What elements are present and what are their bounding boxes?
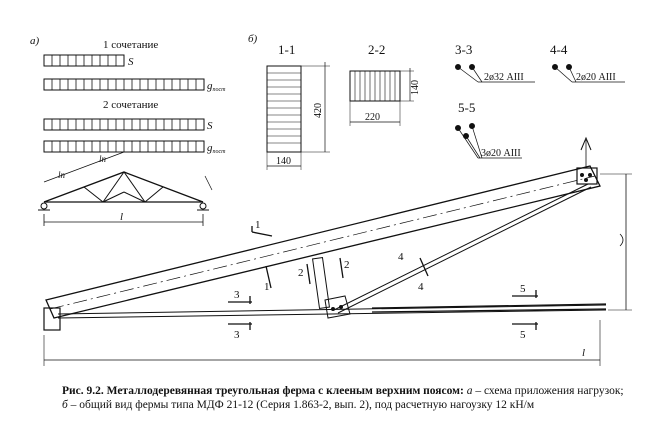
permanent-load-bar-1: gпост	[43, 78, 226, 93]
bottom-chord-bar-1	[371, 303, 607, 309]
caption-b-letter: б	[62, 399, 68, 411]
cut-label-4-top: 4	[398, 251, 404, 263]
section-3-3-title: 3-3	[455, 42, 472, 57]
diagonal-strut-2	[337, 186, 592, 314]
cut-label-2-right: 2	[344, 259, 350, 271]
span-label-main: l	[582, 347, 585, 359]
section-4-4-rebar: 2ø20 АIII	[576, 72, 616, 83]
caption-a-letter: а	[466, 385, 473, 397]
section-2-2-width: 220	[365, 112, 380, 123]
truss-general-view	[43, 136, 632, 366]
cut-label-4-bottom: 4	[418, 281, 424, 293]
panel-b-label: б)	[248, 33, 258, 45]
cut-label-2-left: 2	[298, 267, 304, 279]
bottom-chord-bar-2	[371, 308, 607, 313]
section-1-1-height: 420	[313, 103, 324, 118]
section-2-2-drawing	[349, 68, 414, 126]
cut-label-5-bottom: 5	[520, 329, 526, 341]
section-3-3-rebar: 2ø32 АIII	[484, 72, 524, 83]
panel-a-label: а)	[30, 35, 40, 47]
section-3-3-drawing	[455, 64, 535, 83]
permanent-load-label-2: gпост	[207, 142, 226, 155]
cut-marks	[228, 226, 538, 330]
panel-length-label-1: lп	[58, 170, 66, 180]
ridge-load-arrow	[580, 136, 592, 151]
permanent-load-label-1: gпост	[207, 80, 226, 93]
snow-load-label-1: S	[128, 56, 134, 68]
cut-label-3-top: 3	[234, 289, 240, 301]
bottom-chord-lower	[57, 309, 607, 319]
left-support-block	[43, 307, 61, 331]
section-1-1-drawing	[266, 62, 330, 170]
diagonal-strut-1	[333, 183, 589, 311]
cut-label-3-bottom: 3	[234, 329, 240, 341]
panel-b-sections: б) 1-1 420 140 2-2	[248, 33, 625, 170]
cut-label-1-top: 1	[255, 219, 261, 231]
snow-load-label-2: S	[207, 120, 213, 132]
permanent-load-bar-2: gпост	[43, 140, 226, 155]
cut-label-5-top: 5	[520, 283, 526, 295]
section-2-2-height: 140	[410, 80, 421, 95]
span-label-small: l	[120, 211, 123, 223]
combo-2-title: 2 сочетание	[103, 99, 158, 111]
top-chord	[45, 165, 601, 319]
snow-load-bar-2: S	[43, 118, 213, 132]
snow-load-bar-1: S	[43, 54, 134, 68]
section-5-5-title: 5-5	[458, 100, 475, 115]
top-chord-axis	[49, 175, 596, 310]
section-4-4-drawing	[552, 64, 625, 83]
section-5-5-drawing	[455, 123, 522, 159]
cut-label-1-bottom: 1	[264, 281, 270, 293]
caption-lead: Рис. 9.2. Металлодеревянная треугольная …	[62, 385, 467, 397]
combo-1-title: 1 сочетание	[103, 39, 158, 51]
section-5-5-rebar: 3ø20 АIII	[481, 148, 521, 159]
truss-scheme-small	[38, 151, 213, 226]
figure-caption: Рис. 9.2. Металлодеревянная треугольная …	[62, 384, 652, 412]
lower-node	[324, 295, 351, 319]
section-1-1-title: 1-1	[278, 42, 295, 57]
panel-a: а) 1 сочетание S	[30, 35, 226, 226]
caption-b-text: – общий вид фермы типа МДФ 21-12 (Серия …	[67, 399, 535, 411]
section-4-4-title: 4-4	[550, 42, 568, 57]
section-1-1-width: 140	[276, 156, 291, 167]
hanger-strut	[312, 256, 330, 310]
caption-a-text: – схема приложения нагрузок;	[472, 385, 624, 397]
panel-length-label-2: lп	[99, 154, 107, 164]
section-2-2-title: 2-2	[368, 42, 385, 57]
